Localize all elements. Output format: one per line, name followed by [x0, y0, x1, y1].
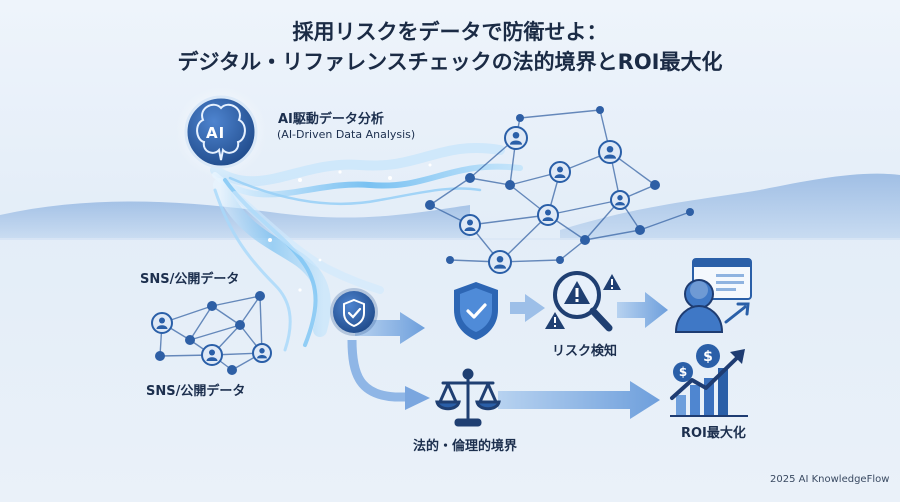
- svg-text:$: $: [679, 365, 687, 379]
- network-right: [425, 106, 694, 274]
- person-icon: [512, 131, 520, 139]
- network-left-edge: [189, 305, 213, 341]
- network-right-node: [596, 106, 604, 114]
- growth-chart-dollar-icon: $ $: [670, 344, 748, 417]
- ai-analysis-label: AI駆動データ分析: [278, 112, 384, 127]
- shield-check-icon-left: [330, 288, 378, 336]
- balance-scale-icon: [435, 368, 501, 427]
- risk-detection-label: リスク検知: [552, 344, 618, 359]
- network-right-node: [516, 114, 524, 122]
- person-icon: [545, 209, 551, 216]
- network-right-node: [650, 180, 660, 190]
- person-icon-body: [603, 154, 617, 159]
- network-left-node: [155, 351, 165, 361]
- person-icon-body: [206, 357, 218, 361]
- user-profile-window-icon: [674, 258, 752, 333]
- page-title-line2: デジタル・リファレンスチェックの法的境界とROI最大化: [177, 50, 723, 74]
- ai-icon-text: AI: [206, 124, 226, 142]
- arrow-down-curve: [347, 339, 410, 402]
- person-icon-body: [156, 325, 168, 329]
- network-left-node: [255, 291, 265, 301]
- network-right-node: [635, 225, 645, 235]
- flow-arrows: [347, 292, 668, 419]
- person-icon-body: [542, 217, 554, 221]
- person-icon: [496, 255, 504, 263]
- network-right-node: [556, 256, 564, 264]
- network-right-edge: [559, 239, 586, 261]
- arrow-to-roi: [498, 381, 660, 419]
- person-icon-body: [493, 264, 507, 269]
- network-left-node: [227, 365, 237, 375]
- person-icon: [259, 348, 265, 354]
- network-left-edge: [211, 295, 261, 307]
- svg-text:$: $: [703, 349, 713, 365]
- person-icon-body: [464, 227, 476, 231]
- person-icon: [617, 195, 623, 201]
- network-left-node: [185, 335, 195, 345]
- person-icon: [467, 219, 473, 226]
- network-right-edge: [639, 211, 691, 231]
- footer-credit: 2025 AI KnowledgeFlow: [770, 474, 890, 485]
- network-right-node: [425, 200, 435, 210]
- shield-check-icon: [454, 282, 498, 340]
- data-stream: [210, 142, 523, 352]
- network-right-node: [686, 208, 694, 216]
- person-icon: [209, 349, 215, 356]
- arrow-to-candidate: [617, 292, 668, 328]
- background-hills: [0, 173, 900, 240]
- arrow-to-risk: [510, 294, 545, 322]
- network-right-node: [580, 235, 590, 245]
- network-left-node: [207, 301, 217, 311]
- network-right-node: [505, 180, 515, 190]
- network-right-edge: [584, 229, 641, 241]
- network-left-edge: [189, 324, 241, 341]
- person-icon: [606, 145, 614, 153]
- person-icon: [557, 166, 563, 173]
- ai-analysis-sublabel: (AI-Driven Data Analysis): [277, 128, 416, 141]
- roi-label: ROI最大化: [681, 426, 746, 441]
- sns-label-top: SNS/公開データ: [140, 272, 240, 287]
- person-icon: [159, 317, 165, 324]
- network-right-edge: [469, 177, 511, 186]
- person-icon-body: [615, 202, 625, 206]
- network-left: [151, 291, 272, 375]
- network-right-node: [465, 173, 475, 183]
- network-left-edge: [211, 305, 241, 326]
- network-left-edge: [239, 295, 261, 326]
- sns-label-bottom: SNS/公開データ: [146, 384, 246, 399]
- warning-magnifier-icon: [545, 271, 621, 332]
- legal-boundary-label: 法的・倫理的境界: [413, 439, 518, 454]
- network-right-node: [446, 256, 454, 264]
- network-right-edge: [519, 109, 601, 119]
- brain-chip-icon: [175, 86, 267, 178]
- network-right-edge: [429, 177, 471, 206]
- network-right-edge: [547, 199, 621, 216]
- person-icon-body: [554, 174, 566, 178]
- arrow-to-scales-head: [405, 386, 430, 410]
- page-title-line1: 採用リスクをデータで防衛せよ：: [292, 20, 608, 44]
- network-left-node: [235, 320, 245, 330]
- person-icon-body: [509, 140, 523, 145]
- person-icon-body: [257, 355, 267, 359]
- network-right-edge: [469, 214, 549, 226]
